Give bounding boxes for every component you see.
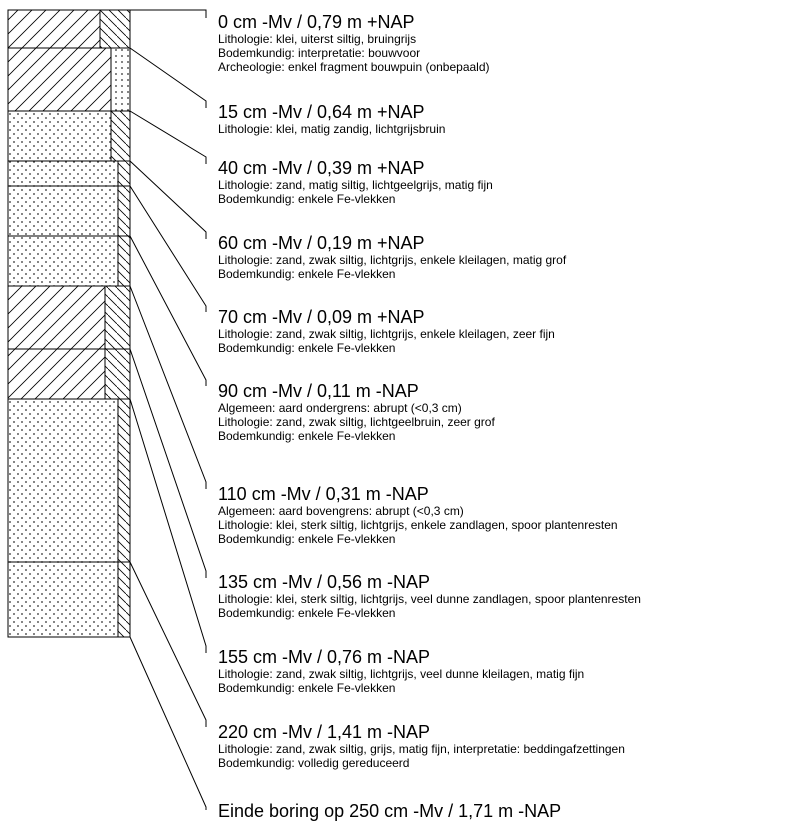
layer-detail-line: Lithologie: zand, zwak siltig, grijs, ma… [218,742,625,756]
layer-column-10 [7,561,131,638]
leader-line-4 [129,160,207,239]
layer-detail-line: Bodemkundig: interpretatie: bouwvoor [218,46,421,60]
layer-detail-line: Bodemkundig: enkele Fe-vlekken [218,341,396,355]
leader-line-3 [129,110,207,164]
layer-column-5 [7,185,131,237]
layer-detail-line: Lithologie: klei, sterk siltig, lichtgri… [218,518,618,532]
leader-line-5 [129,185,207,312]
layer-column-8 [7,348,131,400]
layer-detail-line: Bodemkundig: enkele Fe-vlekken [218,681,396,695]
layer-description-6: 90 cm -Mv / 0,11 m -NAP Algemeen: aard o… [218,381,787,443]
layer-detail-line: Lithologie: zand, zwak siltig, lichtgrij… [218,667,585,681]
layer-depth-title: 155 cm -Mv / 0,76 m -NAP [218,647,431,667]
layer-detail-line: Bodemkundig: enkele Fe-vlekken [218,192,396,206]
leader-line-end [129,636,207,810]
end-of-boring-label: Einde boring op 250 cm -Mv / 1,71 m -NAP [218,801,562,821]
layer-detail-line: Lithologie: klei, matig zandig, lichtgri… [218,122,446,136]
layer-detail-line: Lithologie: zand, zwak siltig, lichtgrij… [218,253,567,267]
layer-detail-line: Bodemkundig: enkele Fe-vlekken [218,429,396,443]
layer-depth-title: 60 cm -Mv / 0,19 m +NAP [218,233,425,253]
layer-detail-line: Lithologie: zand, zwak siltig, lichtgeel… [218,415,495,429]
layer-column-2 [7,47,131,112]
layer-description-8: 135 cm -Mv / 0,56 m -NAP Lithologie: kle… [218,572,787,620]
leader-line-6 [129,235,207,386]
layer-detail-line: Bodemkundig: volledig gereduceerd [218,756,410,770]
layer-detail-line: Algemeen: aard bovengrens: abrupt (<0,3 … [218,504,464,518]
layer-description-2: 15 cm -Mv / 0,64 m +NAP Lithologie: klei… [218,102,787,136]
layer-depth-title: 70 cm -Mv / 0,09 m +NAP [218,307,425,327]
layer-depth-title: 110 cm -Mv / 0,31 m -NAP [218,484,429,504]
layer-description-5: 70 cm -Mv / 0,09 m +NAP Lithologie: zand… [218,307,787,355]
layer-detail-line: Algemeen: aard ondergrens: abrupt (<0,3 … [218,401,462,415]
layer-description-7: 110 cm -Mv / 0,31 m -NAP Algemeen: aard … [218,484,787,546]
layer-depth-title: 15 cm -Mv / 0,64 m +NAP [218,102,425,122]
layer-column-6 [7,235,131,287]
layer-column-3 [7,110,131,162]
leader-line-7 [129,285,207,489]
layer-column-7 [7,285,131,350]
layer-column-9 [7,398,131,563]
layer-column-1 [7,9,131,49]
layer-detail-line: Archeologie: enkel fragment bouwpuin (on… [218,60,490,74]
layer-depth-title: 220 cm -Mv / 1,41 m -NAP [218,722,431,742]
layer-description-3: 40 cm -Mv / 0,39 m +NAP Lithologie: zand… [218,158,787,206]
leader-line-10 [129,561,207,727]
leader-line-9 [129,398,207,653]
leader-lines [129,9,207,810]
layer-detail-line: Lithologie: klei, sterk siltig, lichtgri… [218,592,641,606]
leader-line-8 [129,348,207,578]
layer-depth-title: 40 cm -Mv / 0,39 m +NAP [218,158,425,178]
layer-detail-line: Lithologie: zand, zwak siltig, lichtgrij… [218,327,555,341]
layer-detail-line: Lithologie: klei, uiterst siltig, bruing… [218,32,417,46]
layer-column-4 [7,160,131,187]
layer-description-10: 220 cm -Mv / 1,41 m -NAP Lithologie: zan… [218,722,787,770]
layer-description-9: 155 cm -Mv / 0,76 m -NAP Lithologie: zan… [218,647,787,695]
leader-line-1 [130,9,207,18]
layer-detail-line: Bodemkundig: enkele Fe-vlekken [218,532,396,546]
leader-line-2 [129,47,207,108]
layer-depth-title: 90 cm -Mv / 0,11 m -NAP [218,381,419,401]
layer-detail-line: Bodemkundig: enkele Fe-vlekken [218,267,396,281]
layer-depth-title: 135 cm -Mv / 0,56 m -NAP [218,572,431,592]
layer-description-1: 0 cm -Mv / 0,79 m +NAP Lithologie: klei,… [218,12,787,74]
layer-depth-title: 0 cm -Mv / 0,79 m +NAP [218,12,415,32]
layer-description-4: 60 cm -Mv / 0,19 m +NAP Lithologie: zand… [218,233,787,281]
layer-detail-line: Bodemkundig: enkele Fe-vlekken [218,606,396,620]
layer-detail-line: Lithologie: zand, matig siltig, lichtgee… [218,178,493,192]
